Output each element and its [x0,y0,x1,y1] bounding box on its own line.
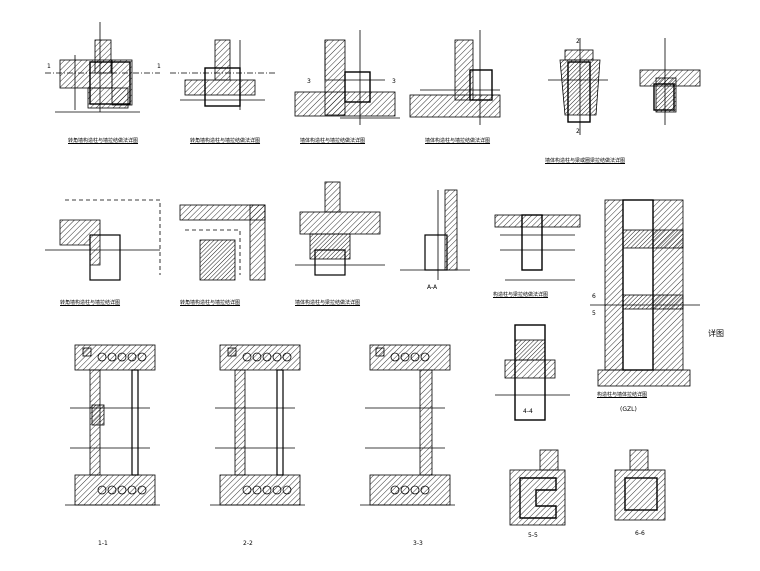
caption-d7: 转角墙构造柱与墙拉结详图 [180,300,241,306]
detail-10 [400,189,470,280]
section-mark-4-4: 4-4 [523,408,533,415]
detail-8 [179,204,266,281]
section-mark-a-a: A-A [427,284,438,291]
section-mark-1-1: 1-1 [98,540,108,547]
section-4-4 [495,324,570,421]
detail-3 [294,30,400,125]
cut-mark-5: 5 [592,310,596,317]
detail-6 [639,38,701,125]
caption-d2: 转角墙构造柱与墙拉结做法详图 [190,138,261,144]
cut-mark-2-bottom: 2 [576,128,580,135]
caption-d6: 转角墙构造柱与墙拉结详图 [60,300,121,306]
detail-9 [295,181,385,276]
caption-d8: 墙体构造柱与梁拉结做法详图 [295,300,361,306]
detail-5 [548,38,608,135]
detail-2 [170,39,275,110]
cut-mark-1-right: 1 [157,63,161,70]
section-2-2 [210,344,305,506]
caption-d3: 墙体构造柱与墙拉结做法详图 [300,138,366,144]
detail-gzl [590,199,700,387]
detail-11 [494,214,581,281]
caption-d9: 构造柱与梁拉结做法详图 [493,292,549,298]
gzl-label: (GZL) [620,406,637,413]
cut-mark-1-left: 1 [47,63,51,70]
section-1-1 [65,344,160,506]
caption-d1: 转角墙构造柱与墙拉结做法详图 [68,138,139,144]
cut-mark-2-top: 2 [576,38,580,45]
cut-mark-3-right: 3 [392,78,396,85]
section-mark-6-6: 6-6 [635,530,645,537]
detail-7 [45,199,161,281]
section-mark-5-5: 5-5 [528,532,538,539]
section-6-6 [614,449,666,521]
section-mark-2-2: 2-2 [243,540,253,547]
section-5-5 [509,449,566,526]
detail-1 [45,22,160,113]
caption-d10: 构造柱与墙体拉结详图 [597,392,648,398]
cut-mark-6: 6 [592,293,596,300]
caption-d5: 墙体构造柱与梁或圈梁拉结做法详图 [545,158,626,164]
section-3-3 [360,344,455,506]
caption-d4: 墙体构造柱与墙拉结做法详图 [425,138,491,144]
cut-mark-3-left: 3 [307,78,311,85]
right-note: 详图 [708,329,724,338]
section-mark-3-3: 3-3 [413,540,423,547]
detail-4 [409,30,501,125]
